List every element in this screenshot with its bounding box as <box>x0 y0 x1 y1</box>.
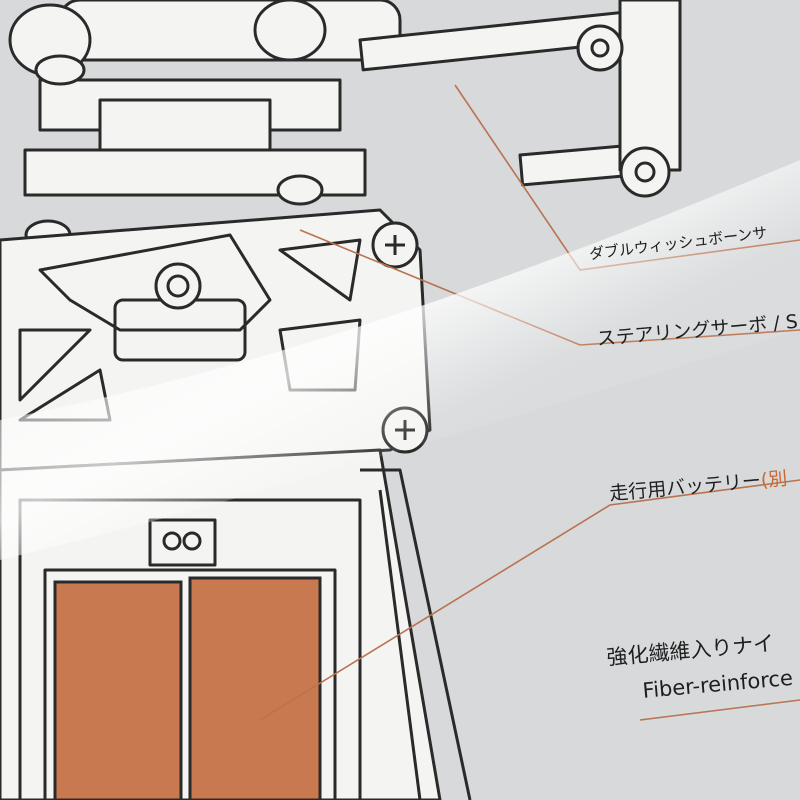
plastic-glare <box>0 160 800 560</box>
battery-tray <box>0 448 472 800</box>
leader-line-frame <box>639 699 800 721</box>
battery-cell-right <box>188 576 322 800</box>
suspension-assembly <box>8 0 682 251</box>
label-battery-note: (別 <box>760 468 788 492</box>
leader-line-battery <box>259 479 800 721</box>
battery-cell-left <box>53 580 183 800</box>
